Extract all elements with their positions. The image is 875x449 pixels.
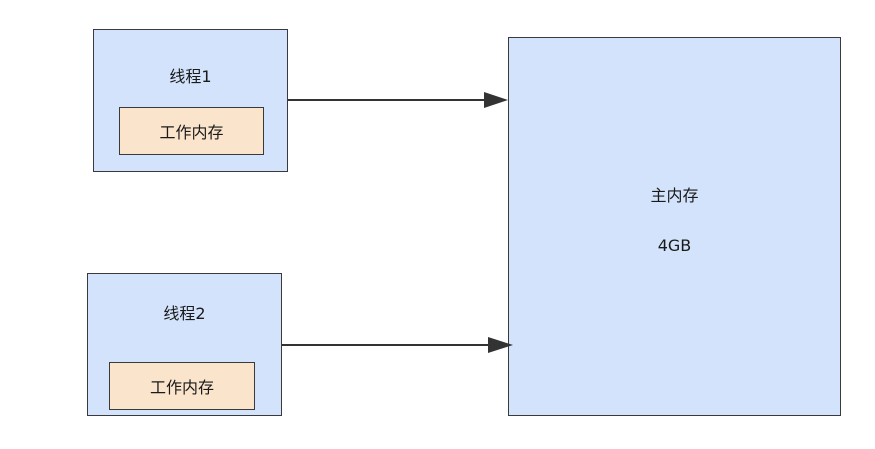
main-memory-size: 4GB: [657, 236, 692, 255]
thread-1-title: 线程1: [169, 67, 212, 86]
thread-2-title: 线程2: [163, 304, 206, 323]
arrow-thread-2-to-main: [282, 337, 513, 353]
thread-2-work-memory: 工作内存: [109, 362, 255, 410]
thread-2-box: 线程2 工作内存: [87, 273, 282, 416]
thread-1-box: 线程1 工作内存: [93, 29, 288, 172]
main-memory-title: 主内存: [650, 186, 699, 205]
arrow-thread-1-to-main: [288, 92, 508, 108]
thread-1-work-memory: 工作内存: [119, 107, 264, 155]
main-memory-box: 主内存 4GB: [508, 37, 841, 416]
